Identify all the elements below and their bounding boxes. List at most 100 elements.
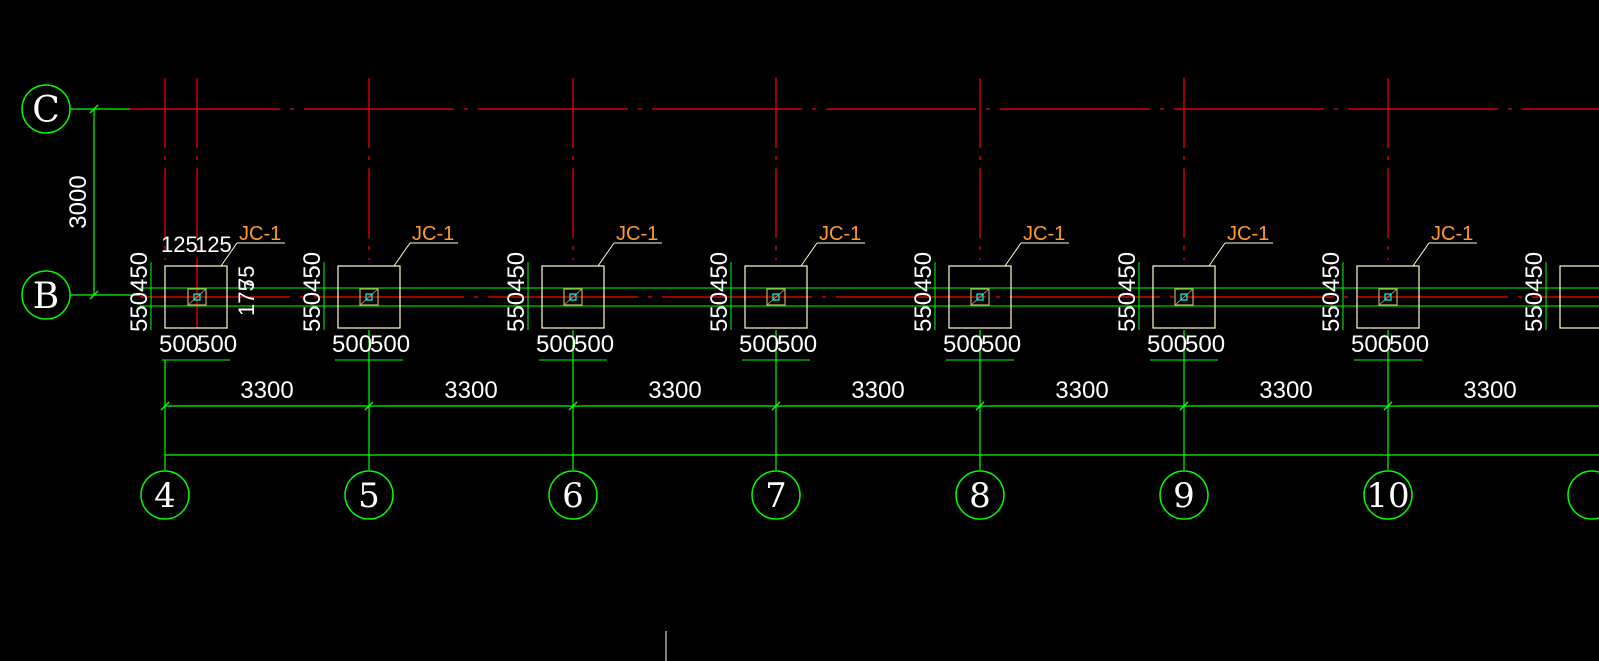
column-9 <box>1174 288 1194 306</box>
column-6 <box>563 288 583 306</box>
col-axis-bubble-10 <box>1363 470 1413 520</box>
bay-tick-4 <box>160 401 170 411</box>
footing-width-dim-right-8: 500 <box>981 331 1021 358</box>
footing-depth-dim-a-6: 550 <box>503 292 530 332</box>
col-axis-label-9: 9 <box>1173 476 1195 516</box>
label-leader-9 <box>1208 242 1226 267</box>
label-leader-7 <box>800 242 818 267</box>
bay-tick-8 <box>975 401 985 411</box>
row-spacing-tick-c <box>89 104 99 114</box>
column-10 <box>1378 288 1398 306</box>
col-axis-bubble-partial <box>1567 470 1599 520</box>
footing-depth-dim-a-9: 550 <box>1114 292 1141 332</box>
column-hatch-9 <box>1174 288 1194 306</box>
label-leader-4 <box>220 242 238 267</box>
row-axis-b-label: B <box>33 276 59 317</box>
footing-label-4: JC-1 <box>239 223 281 245</box>
bay-dim-4: 3300 <box>240 377 293 404</box>
footing-4 <box>164 265 228 329</box>
col-axis-label-4: 4 <box>154 476 176 516</box>
bay-tick-10 <box>1383 401 1393 411</box>
column-4 <box>187 288 207 306</box>
column-core-10 <box>1384 293 1392 301</box>
column-core-5 <box>365 293 373 301</box>
bay-dim-6: 3300 <box>648 377 701 404</box>
col-axis-label-5: 5 <box>358 476 380 516</box>
footing-label-10: JC-1 <box>1431 223 1473 245</box>
dimension-lines <box>89 104 1599 470</box>
footing-7 <box>744 265 808 329</box>
column-hatch-5 <box>359 288 379 306</box>
column-8 <box>970 288 990 306</box>
footing-depth-dim-a-4: 550 <box>126 292 153 332</box>
footing-width-dim-right-10: 500 <box>1389 331 1429 358</box>
footing-depth-dim-b-9: 450 <box>1114 252 1141 292</box>
col-axis-label-10: 10 <box>1366 476 1409 516</box>
bay-tick-6 <box>568 401 578 411</box>
row-axis-c: C <box>21 84 71 134</box>
col-axis-label-7: 7 <box>765 476 787 516</box>
row-axis-b: B <box>21 270 71 320</box>
row-axis-c-label: C <box>32 90 60 131</box>
footing-depth-dim-b-5: 450 <box>299 252 326 292</box>
column-core-4 <box>193 293 201 301</box>
column-side-dim-upper: 75 <box>234 266 259 290</box>
bay-dim-5: 3300 <box>444 377 497 404</box>
bay-dim-7: 3300 <box>851 377 904 404</box>
bay-tick-9 <box>1179 401 1189 411</box>
footing-partial-depth-b: 450 <box>1521 252 1548 292</box>
column-hatch-7 <box>766 288 786 306</box>
footing-width-dim-left-7: 500 <box>739 331 779 358</box>
annotations: JC-150050055045033004JC-1500500550450330… <box>126 223 1548 516</box>
label-leader-10 <box>1412 242 1430 267</box>
col-axis-bubble-5 <box>344 470 394 520</box>
column-hatch-4 <box>187 288 207 306</box>
label-leader-6 <box>597 242 615 267</box>
col-axis-label-8: 8 <box>969 476 991 516</box>
row-spacing-tick-b <box>89 290 99 300</box>
footings <box>140 242 1599 520</box>
footing-depth-dim-b-4: 450 <box>126 252 153 292</box>
column-7 <box>766 288 786 306</box>
column-core-8 <box>976 293 984 301</box>
footing-partial-depth-a: 550 <box>1521 292 1548 332</box>
footing-6 <box>541 265 605 329</box>
bay-tick-5 <box>364 401 374 411</box>
column-offset-dim-left: 125 <box>161 232 198 257</box>
col-axis-bubble-6 <box>548 470 598 520</box>
footing-width-dim-left-6: 500 <box>536 331 576 358</box>
footing-width-dim-right-5: 500 <box>370 331 410 358</box>
footing-width-dim-right-6: 500 <box>574 331 614 358</box>
column-offset-dim-right: 125 <box>195 232 232 257</box>
row-spacing-dim: 3000 <box>65 175 92 228</box>
label-leader-8 <box>1004 242 1022 267</box>
column-side-dim-lower: 175 <box>234 279 259 316</box>
footing-width-dim-left-9: 500 <box>1147 331 1187 358</box>
column-hatch-10 <box>1378 288 1398 306</box>
col-axis-bubble-4 <box>140 470 190 520</box>
footing-9 <box>1152 265 1216 329</box>
col-axis-bubble-7 <box>751 470 801 520</box>
footing-width-dim-right-7: 500 <box>777 331 817 358</box>
footing-partial <box>1559 265 1599 329</box>
footing-depth-dim-a-7: 550 <box>706 292 733 332</box>
bay-dim-9: 3300 <box>1259 377 1312 404</box>
footing-label-8: JC-1 <box>1023 223 1065 245</box>
column-hatch-8 <box>970 288 990 306</box>
footing-width-dim-left-8: 500 <box>943 331 983 358</box>
column-5 <box>359 288 379 306</box>
footing-5 <box>337 265 401 329</box>
label-leader-5 <box>393 242 411 267</box>
footing-depth-dim-b-10: 450 <box>1318 252 1345 292</box>
footing-depth-dim-b-6: 450 <box>503 252 530 292</box>
footing-depth-dim-a-10: 550 <box>1318 292 1345 332</box>
footing-depth-dim-a-5: 550 <box>299 292 326 332</box>
footing-width-dim-right-9: 500 <box>1185 331 1225 358</box>
footing-depth-dim-b-8: 450 <box>910 252 937 292</box>
bay-tick-7 <box>771 401 781 411</box>
footing-width-dim-right-4: 500 <box>197 331 237 358</box>
footing-width-dim-left-10: 500 <box>1351 331 1391 358</box>
footing-width-dim-left-4: 500 <box>159 331 199 358</box>
column-core-7 <box>772 293 780 301</box>
